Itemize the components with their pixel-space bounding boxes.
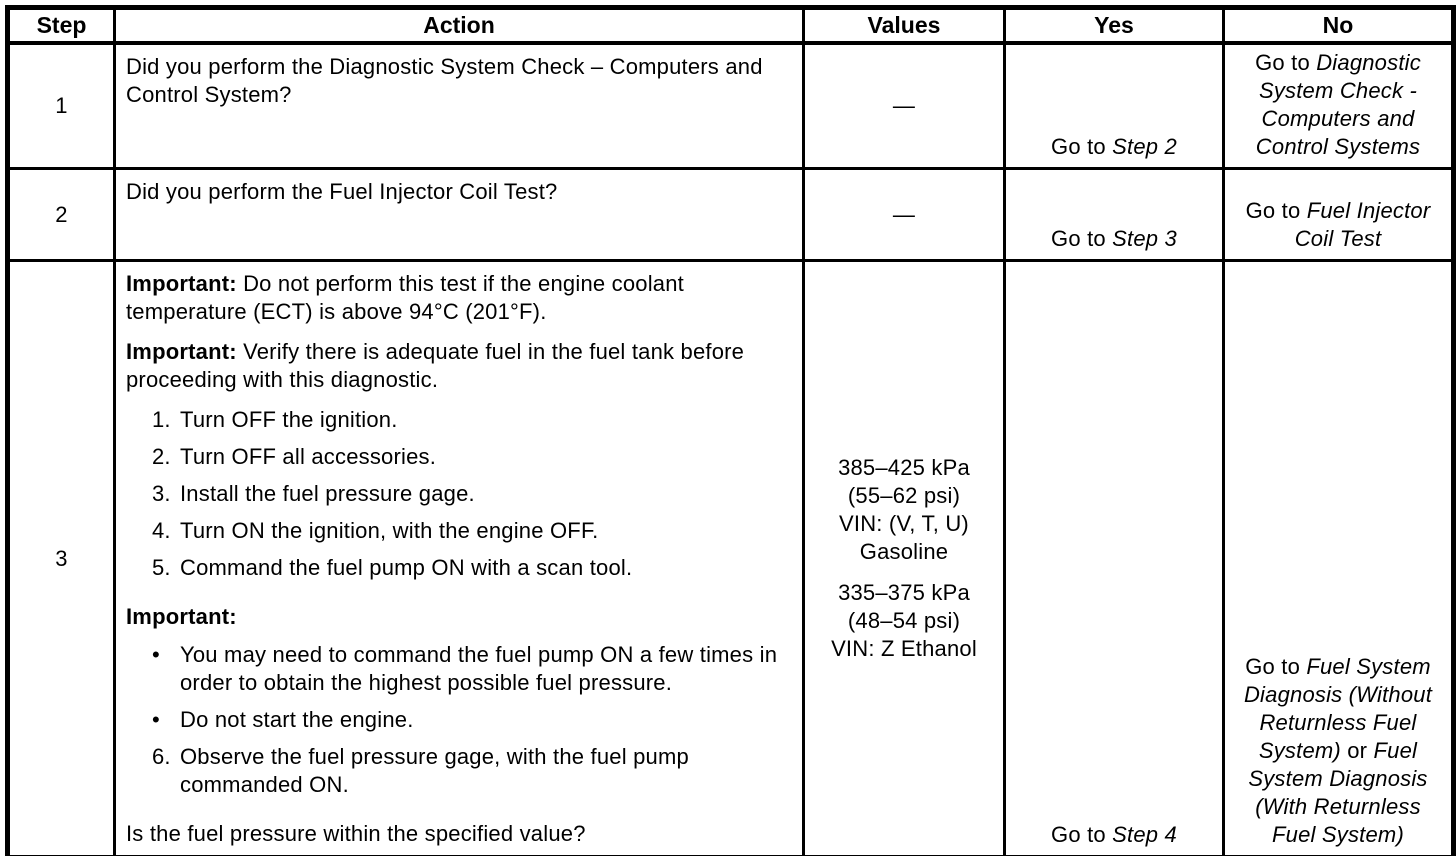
action-cell: Did you perform the Fuel Injector Coil T… — [113, 167, 805, 262]
header-values: Values — [802, 6, 1006, 45]
list-item: 4. Turn ON the ignition, with the engine … — [152, 517, 790, 545]
spec-line: Gasoline — [859, 539, 949, 564]
action-cell: Did you perform the Diagnostic System Ch… — [113, 41, 805, 170]
important-label: Important: — [126, 339, 237, 364]
important-note-1: Important: Do not perform this test if t… — [126, 270, 790, 326]
goto-target: Fuel Injector Coil Test — [1294, 198, 1431, 251]
goto-prefix: Go to — [1051, 134, 1113, 159]
header-row: Step Action Values Yes No — [6, 6, 1455, 45]
list-number: 3. — [152, 481, 171, 506]
goto-target: Fuel System Diagnosis (With Returnless F… — [1248, 738, 1428, 847]
spec-line: VIN: (V, T, U) — [839, 511, 969, 536]
spec-line: VIN: Z Ethanol — [831, 636, 977, 661]
list-number: 5. — [152, 555, 171, 580]
goto-reference: Go to Fuel Injector Coil Test — [1233, 197, 1443, 253]
spec-line: 385–425 kPa — [838, 455, 970, 480]
values-cell: 385–425 kPa (55–62 psi) VIN: (V, T, U) G… — [802, 259, 1006, 856]
diagnostic-table: Step Action Values Yes No 1 Did you perf… — [5, 5, 1456, 856]
goto-prefix: Go to — [1245, 654, 1307, 679]
goto-prefix: Go to — [1255, 50, 1317, 75]
list-text: Install the fuel pressure gage. — [180, 481, 475, 506]
bullet-text: You may need to command the fuel pump ON… — [180, 642, 778, 695]
list-text: Turn OFF the ignition. — [180, 407, 398, 432]
goto-prefix: Go to — [1051, 822, 1113, 847]
list-number: 6. — [152, 744, 171, 769]
header-no: No — [1222, 6, 1455, 45]
bullet-item: • You may need to command the fuel pump O… — [152, 641, 790, 697]
values-spec-gasoline: 385–425 kPa (55–62 psi) VIN: (V, T, U) G… — [811, 454, 997, 566]
important-text: Verify there is adequate fuel in the fue… — [126, 339, 745, 392]
action-question: Is the fuel pressure within the specifie… — [126, 821, 586, 846]
values-cell: — — [802, 41, 1006, 170]
list-text: Observe the fuel pressure gage, with the… — [180, 744, 689, 797]
goto-reference: Go to Fuel System Diagnosis (Without Ret… — [1233, 653, 1443, 849]
list-text: Turn OFF all accessories. — [180, 444, 437, 469]
table-row-step-3: 3 Important: Do not perform this test if… — [6, 259, 1455, 856]
goto-reference: Go to Step 2 — [1014, 133, 1214, 161]
header-step: Step — [6, 6, 116, 45]
goto-or: or — [1340, 738, 1374, 763]
action-question: Did you perform the Diagnostic System Ch… — [126, 54, 763, 107]
bullet-glyph: • — [152, 707, 160, 732]
spec-line: 335–375 kPa — [838, 580, 970, 605]
bullet-item: • Do not start the engine. — [152, 706, 790, 734]
spec-line: (48–54 psi) — [847, 608, 961, 633]
action-content: Important: Do not perform this test if t… — [126, 270, 790, 848]
goto-target: Fuel System Diagnosis (Without Returnles… — [1243, 654, 1433, 763]
goto-prefix: Go to — [1245, 198, 1307, 223]
step-number: 3 — [6, 259, 116, 856]
yes-cell: Go to Step 2 — [1003, 41, 1225, 170]
goto-reference: Go to Diagnostic System Check - Computer… — [1233, 49, 1443, 161]
goto-target: Step 4 — [1112, 822, 1177, 847]
list-number: 4. — [152, 518, 171, 543]
goto-reference: Go to Step 3 — [1014, 225, 1214, 253]
list-text: Command the fuel pump ON with a scan too… — [180, 555, 633, 580]
values-dash: — — [892, 201, 916, 227]
action-question: Did you perform the Fuel Injector Coil T… — [126, 179, 558, 204]
action-cell: Important: Do not perform this test if t… — [113, 259, 805, 856]
goto-target: Step 3 — [1112, 226, 1177, 251]
no-cell: Go to Fuel System Diagnosis (Without Ret… — [1222, 259, 1455, 856]
values-spec-ethanol: 335–375 kPa (48–54 psi) VIN: Z Ethanol — [811, 579, 997, 663]
important-label: Important: — [126, 271, 237, 296]
header-action: Action — [113, 6, 805, 45]
important-heading: Important: — [126, 603, 790, 631]
table-row-step-2: 2 Did you perform the Fuel Injector Coil… — [6, 167, 1455, 262]
no-cell: Go to Diagnostic System Check - Computer… — [1222, 41, 1455, 170]
values-cell: — — [802, 167, 1006, 262]
yes-cell: Go to Step 3 — [1003, 167, 1225, 262]
list-item: 2. Turn OFF all accessories. — [152, 443, 790, 471]
step-number: 2 — [6, 167, 116, 262]
list-item: 3. Install the fuel pressure gage. — [152, 480, 790, 508]
header-yes: Yes — [1003, 6, 1225, 45]
step-number: 1 — [6, 41, 116, 170]
numbered-list-continued: 6. Observe the fuel pressure gage, with t… — [126, 743, 790, 808]
important-label: Important: — [126, 604, 237, 629]
bullet-text: Do not start the engine. — [180, 707, 414, 732]
no-cell: Go to Fuel Injector Coil Test — [1222, 167, 1455, 262]
bullet-list: • You may need to command the fuel pump O… — [126, 641, 790, 743]
values-dash: — — [892, 93, 916, 118]
list-item: 5. Command the fuel pump ON with a scan t… — [152, 554, 790, 582]
bullet-glyph: • — [152, 642, 160, 667]
list-number: 2. — [152, 444, 171, 469]
important-text: Do not perform this test if the engine c… — [126, 271, 684, 324]
important-note-2: Important: Verify there is adequate fuel… — [126, 338, 790, 394]
numbered-list: 1. Turn OFF the ignition. 2. Turn OFF all … — [126, 406, 790, 591]
goto-prefix: Go to — [1051, 226, 1113, 251]
spec-line: (55–62 psi) — [847, 483, 961, 508]
goto-reference: Go to Step 4 — [1014, 821, 1214, 849]
table-row-step-1: 1 Did you perform the Diagnostic System … — [6, 41, 1455, 170]
list-number: 1. — [152, 407, 171, 432]
goto-target: Step 2 — [1112, 134, 1177, 159]
list-item: 1. Turn OFF the ignition. — [152, 406, 790, 434]
goto-target: Diagnostic System Check - Computers and … — [1255, 50, 1421, 159]
yes-cell: Go to Step 4 — [1003, 259, 1225, 856]
list-text: Turn ON the ignition, with the engine OF… — [180, 518, 599, 543]
list-item: 6. Observe the fuel pressure gage, with t… — [152, 743, 790, 799]
